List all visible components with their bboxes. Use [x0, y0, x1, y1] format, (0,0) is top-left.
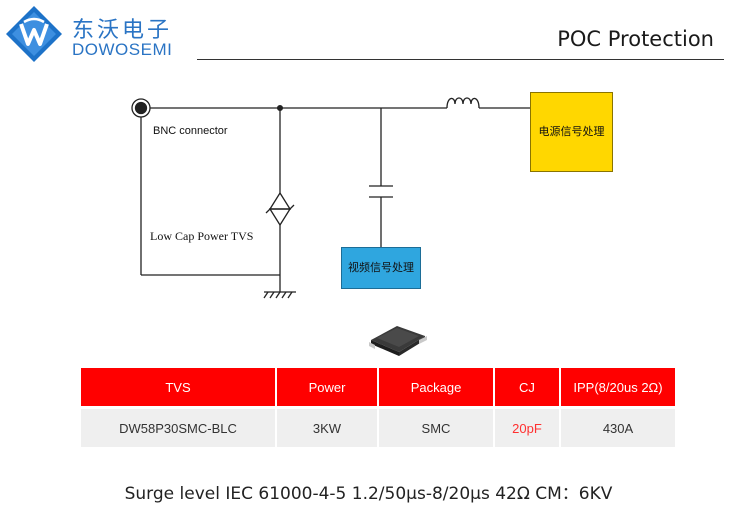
column-header-ipp: IPP(8/20us 2Ω)	[560, 368, 675, 408]
brand-name-en: DOWOSEMI	[72, 40, 173, 59]
smc-package-chip-icon	[369, 326, 427, 356]
video-signal-block: 视频信号处理	[341, 247, 421, 289]
inductor-icon	[446, 97, 480, 109]
cell-cj: 20pF	[494, 406, 561, 447]
cell-ipp: 430A	[560, 406, 675, 447]
ground-icon	[263, 291, 296, 299]
bnc-connector-icon	[131, 98, 151, 118]
bnc-connector-label: BNC connector	[153, 125, 228, 137]
tvs-diode-icon	[265, 191, 295, 227]
column-header-power: Power	[276, 368, 379, 408]
cell-power: 3KW	[276, 406, 379, 447]
column-header-package: Package	[378, 368, 495, 408]
cell-part-number: DW58P30SMC-BLC	[81, 406, 277, 447]
surge-level-note: Surge level IEC 61000-4-5 1.2/50µs-8/20µ…	[124, 484, 613, 504]
title-divider	[197, 59, 724, 60]
power-signal-block: 电源信号处理	[530, 92, 613, 172]
table-header-row: TVS Power Package CJ IPP(8/20us 2Ω)	[81, 368, 675, 408]
column-header-tvs: TVS	[81, 368, 277, 408]
dowosemi-logo-icon	[6, 6, 62, 62]
column-header-cj: CJ	[494, 368, 561, 408]
brand-name-cn: 东沃电子	[72, 18, 173, 43]
cell-package: SMC	[378, 406, 495, 447]
page-title: POC Protection	[557, 27, 714, 51]
tvs-spec-table: TVS Power Package CJ IPP(8/20us 2Ω) DW58…	[81, 368, 675, 447]
tvs-label: Low Cap Power TVS	[150, 229, 254, 243]
table-row: DW58P30SMC-BLC 3KW SMC 20pF 430A	[81, 406, 675, 447]
poc-circuit-diagram	[131, 97, 530, 299]
